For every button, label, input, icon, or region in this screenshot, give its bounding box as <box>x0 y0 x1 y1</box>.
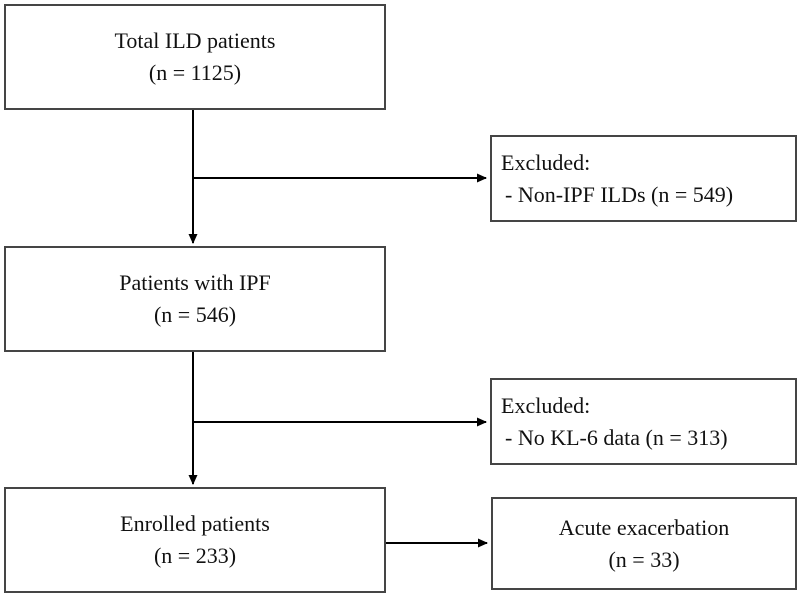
node-count: (n = 1125) <box>148 60 242 85</box>
node-label: Acute exacerbation <box>558 514 730 540</box>
node-excluded-non-ipf-ilds: Excluded: - Non-IPF ILDs (n = 549) <box>490 135 797 222</box>
node-count: - No KL-6 data (n = 313) <box>505 424 728 450</box>
node-patients-with-ipf: Patients with IPF (n = 546) <box>4 246 386 352</box>
node-count: (n = 546) <box>153 302 237 327</box>
node-acute-exacerbation: Acute exacerbation (n = 33) <box>491 497 797 590</box>
node-count: (n = 233) <box>153 543 237 568</box>
node-count: (n = 33) <box>608 546 680 572</box>
node-label: Enrolled patients <box>120 511 270 536</box>
node-label: Patients with IPF <box>119 270 271 295</box>
node-label: Excluded: <box>501 149 591 175</box>
node-excluded-no-kl6-data: Excluded: - No KL-6 data (n = 313) <box>490 378 797 465</box>
node-enrolled-patients: Enrolled patients (n = 233) <box>4 487 386 593</box>
node-label: Excluded: <box>501 392 591 418</box>
node-total-ild-patients: Total ILD patients (n = 1125) <box>4 4 386 110</box>
node-label: Total ILD patients <box>114 28 276 53</box>
node-count: - Non-IPF ILDs (n = 549) <box>505 181 734 207</box>
